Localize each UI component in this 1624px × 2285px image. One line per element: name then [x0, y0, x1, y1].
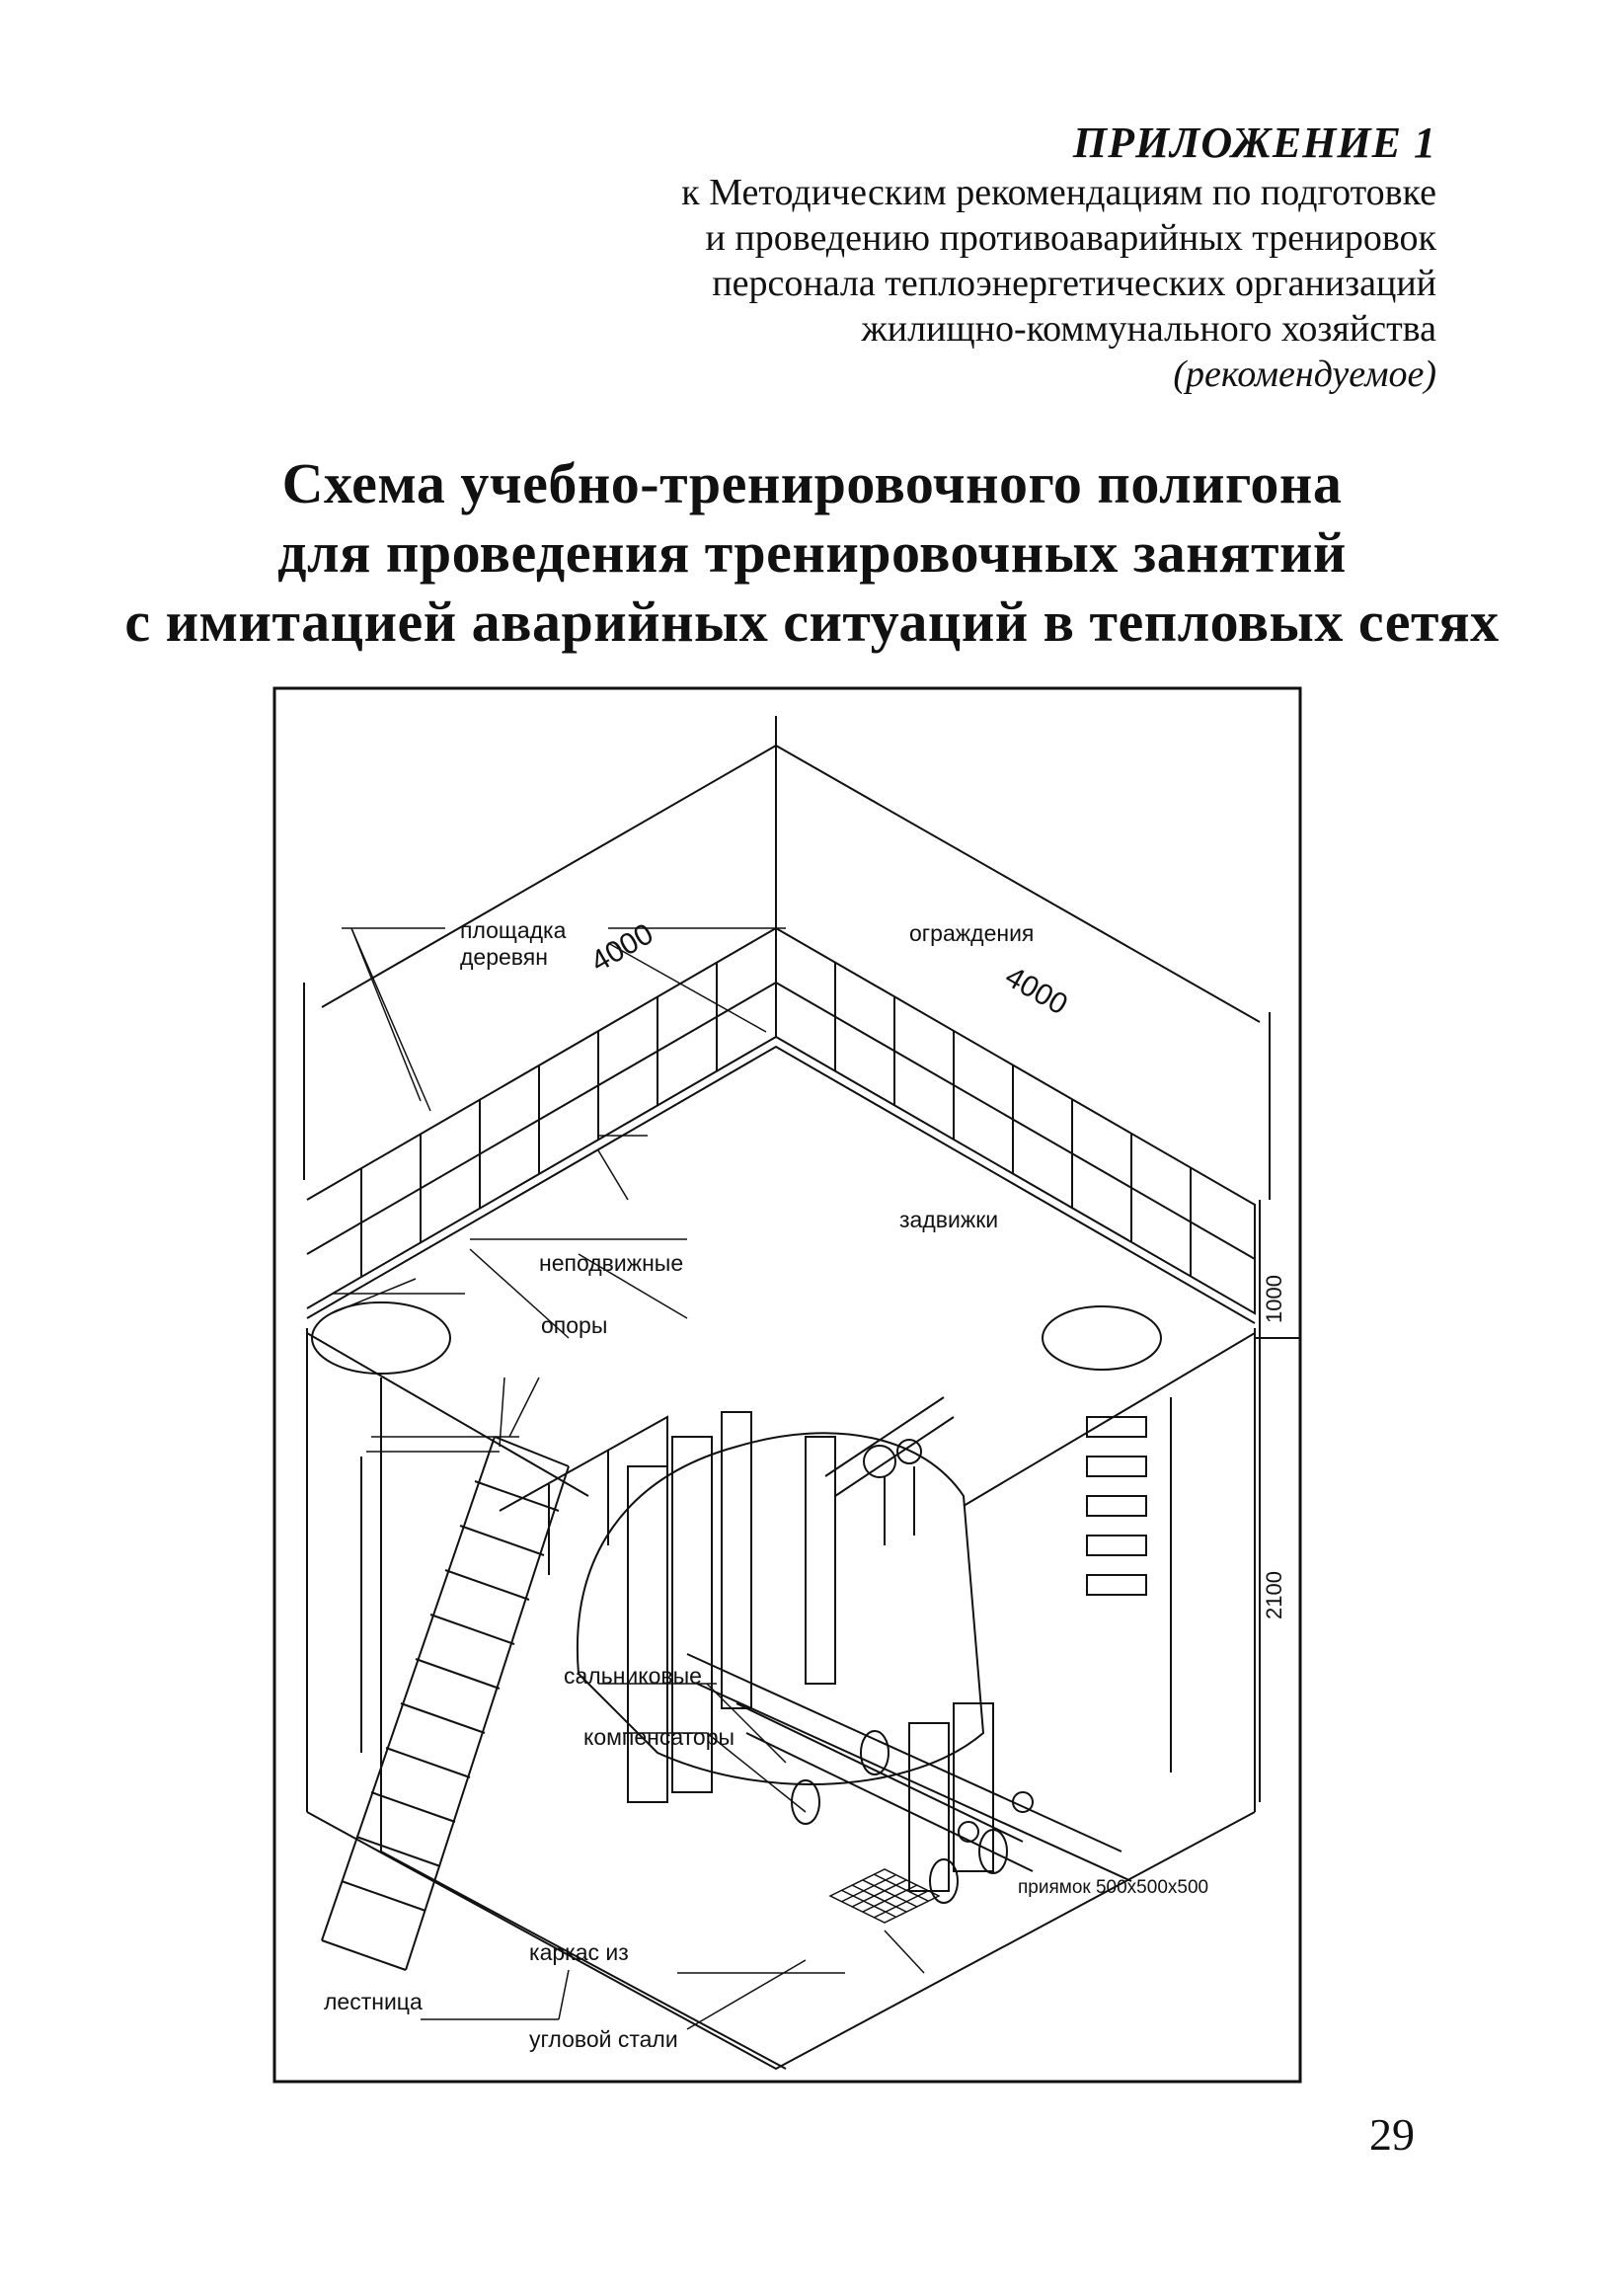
fence-left: [306, 926, 777, 1309]
dim-pit-height: 2100: [1262, 1571, 1286, 1619]
left-opening: [311, 1301, 451, 1375]
page-number: 29: [1369, 2109, 1415, 2160]
fence-right: [775, 927, 1256, 1315]
label-gland-1: сальниковые: [564, 1663, 702, 1689]
right-shelves: [1086, 1416, 1147, 1596]
label-fence: ограждения: [909, 920, 1034, 946]
label-platform-1: площадка: [460, 917, 567, 943]
label-fixed-supports-1: неподвижные: [539, 1250, 683, 1276]
title-line: для проведения тренировочных занятий: [277, 520, 1347, 585]
fixed-supports: [627, 1411, 994, 1892]
appendix-line: жилищно-коммунального хозяйства: [861, 308, 1436, 350]
label-gland-2: компенсаторы: [583, 1724, 735, 1750]
dim-left-width: 4000: [585, 917, 658, 979]
appendix-header: ПРИЛОЖЕНИЕ 1 к Методическим рекомендация…: [350, 117, 1436, 397]
gland-compensators: [791, 1730, 1034, 1904]
label-frame-2: угловой стали: [529, 2026, 678, 2052]
polygon-diagram: 4000 4000 1000 2100 площадка деревян огр…: [272, 686, 1302, 2084]
title-line: Схема учебно-тренировочного полигона: [281, 451, 1343, 515]
label-fixed-supports-2: опоры: [541, 1312, 607, 1338]
appendix-note: (рекомендуемое): [1173, 354, 1436, 395]
diagram-drawing: 4000 4000 1000 2100 площадка деревян огр…: [272, 686, 1302, 2084]
appendix-line: и проведению противоаварийных тренировок: [705, 217, 1436, 259]
ladder: [321, 1436, 570, 1971]
valves: [863, 1439, 922, 1545]
right-opening: [1042, 1305, 1162, 1371]
platform: [306, 1045, 1256, 1507]
appendix-heading: ПРИЛОЖЕНИЕ 1: [1072, 118, 1436, 167]
sump-grate: [828, 1868, 941, 1924]
label-ladder: лестница: [324, 1989, 423, 2014]
label-platform-2: деревян: [460, 944, 548, 970]
pit-walls: [306, 1328, 1256, 2071]
chamber: [576, 1432, 985, 1785]
ladder-rail: [499, 1415, 668, 1605]
label-frame-1: каркас из: [529, 1939, 629, 1965]
figure-frame: [272, 686, 1302, 2084]
dimension-lines: [303, 716, 1299, 1802]
appendix-line: персонала теплоэнергетических организаци…: [712, 263, 1436, 304]
dim-fence-height: 1000: [1262, 1275, 1286, 1323]
label-valves: задвижки: [899, 1207, 998, 1232]
leader-lines: [331, 927, 925, 2030]
title-line: с имитацией аварийных ситуаций в тепловы…: [124, 590, 1500, 654]
label-sump: приямок 500х500х500: [1018, 1877, 1208, 1898]
dim-right-width: 4000: [1000, 960, 1073, 1021]
document-title: Схема учебно-тренировочного полигона для…: [0, 449, 1624, 657]
appendix-line: к Методическим рекомендациям по подготов…: [681, 172, 1436, 213]
